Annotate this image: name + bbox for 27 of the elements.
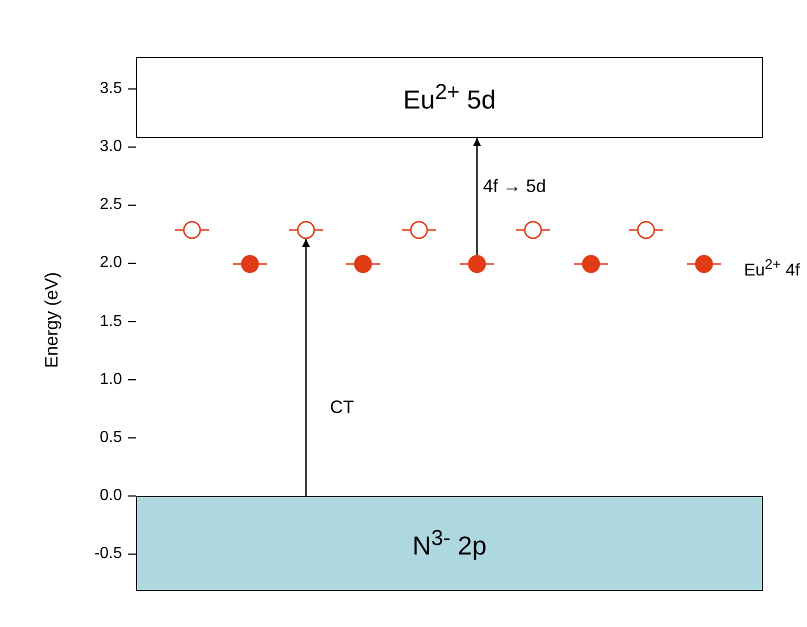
empty-level-marker — [516, 221, 550, 239]
tick-label: 0.5 — [98, 428, 122, 447]
empty-level-marker — [175, 221, 209, 239]
tick-label: 1.0 — [98, 370, 122, 389]
tick-label: 2.5 — [98, 196, 122, 214]
empty-level-marker — [629, 221, 663, 239]
arrow — [473, 138, 481, 255]
axis-title: Energy (eV) — [42, 272, 62, 368]
tick-label: 3.5 — [98, 80, 122, 98]
arrow — [302, 239, 310, 496]
empty-level-marker — [289, 221, 323, 239]
occupied-level-marker — [687, 255, 721, 273]
tick-label: -0.5 — [93, 545, 122, 564]
tick-label: 1.5 — [98, 312, 122, 331]
tick-label: 0.0 — [98, 487, 122, 505]
occupied-level-marker — [460, 255, 494, 273]
occupied-level-marker — [574, 255, 608, 273]
level-label: Eu$^{2+}$ 4f — [744, 257, 800, 281]
band-label: Eu$^{2+}$ 5d — [403, 79, 496, 116]
tick-label: 3.0 — [98, 138, 122, 156]
conduction-band-box — [136, 57, 763, 138]
occupied-level-marker — [233, 255, 267, 273]
tick-label: 2.0 — [98, 254, 122, 272]
occupied-level-marker — [346, 255, 380, 273]
band-label: N$^{3-}$ 2p — [412, 525, 487, 562]
valence-band-box — [136, 496, 763, 591]
empty-level-marker — [402, 221, 436, 239]
